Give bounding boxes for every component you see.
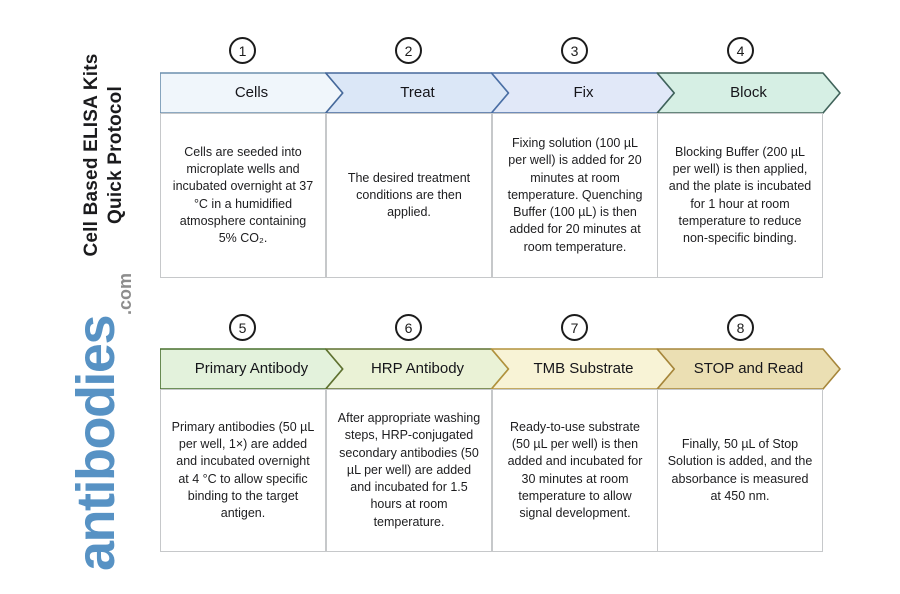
- logo-domain-suffix: .com: [115, 272, 135, 315]
- step-number: 5: [238, 319, 247, 336]
- step-description-box: Ready-to-use substrate (50 µL per well) …: [492, 389, 658, 552]
- step-description: Primary antibodies (50 µL per well, 1×) …: [171, 419, 315, 520]
- page-title-line1: Cell Based ELISA Kits: [81, 53, 102, 257]
- step-label: Treat: [326, 72, 509, 112]
- step-description: Fixing solution (100 µL per well) is add…: [507, 136, 643, 254]
- step-label-text: Primary Antibody: [194, 359, 309, 377]
- step-description: Ready-to-use substrate (50 µL per well) …: [507, 419, 643, 520]
- step-number: 6: [404, 319, 413, 336]
- step-number: 2: [404, 42, 413, 59]
- step-description: The desired treatment conditions are the…: [347, 170, 471, 220]
- step-arrow-band: [160, 348, 841, 390]
- step-number-badge: 7: [561, 314, 588, 341]
- step-description: After appropriate washing steps, HRP-con…: [337, 411, 481, 529]
- page-title: Cell Based ELISA Kits Quick Protocol: [80, 25, 128, 285]
- step-label: Block: [657, 72, 840, 112]
- step-number-badge: 3: [561, 37, 588, 64]
- step-label: TMB Substrate: [492, 348, 675, 388]
- step-chevron-arrow: [656, 348, 841, 390]
- step-description-box: Finally, 50 µL of Stop Solution is added…: [657, 389, 823, 552]
- step-label: Fix: [492, 72, 675, 112]
- step-label-text: Block: [730, 83, 767, 101]
- step-label-text: STOP and Read: [693, 359, 804, 377]
- step-label-text: HRP Antibody: [370, 359, 465, 377]
- step-description: Finally, 50 µL of Stop Solution is added…: [667, 437, 813, 503]
- step-arrow-band: [160, 72, 841, 114]
- step-number-badge: 4: [727, 37, 754, 64]
- step-description-box: Primary antibodies (50 µL per well, 1×) …: [160, 389, 326, 552]
- page-title-line2: Quick Protocol: [104, 86, 126, 224]
- step-label: Primary Antibody: [160, 348, 343, 388]
- step-label-text: TMB Substrate: [533, 359, 634, 377]
- step-number: 7: [570, 319, 579, 336]
- step-label: STOP and Read: [657, 348, 840, 388]
- step-description: Cells are seeded into microplate wells a…: [172, 144, 314, 245]
- step-number-badge: 5: [229, 314, 256, 341]
- step-chevron-arrow: [656, 72, 841, 114]
- step-number-badge: 1: [229, 37, 256, 64]
- step-description-box: Blocking Buffer (200 µL per well) is the…: [657, 113, 823, 278]
- step-number-badge: 2: [395, 37, 422, 64]
- antibodies-logo: antibodies .com: [53, 262, 135, 582]
- step-description-box: Cells are seeded into microplate wells a…: [160, 113, 326, 278]
- step-description-box: The desired treatment conditions are the…: [326, 113, 492, 278]
- step-description-box: After appropriate washing steps, HRP-con…: [326, 389, 492, 552]
- step-number-badge: 8: [727, 314, 754, 341]
- step-number-badge: 6: [395, 314, 422, 341]
- step-number: 4: [736, 42, 745, 59]
- step-description-box: Fixing solution (100 µL per well) is add…: [492, 113, 658, 278]
- step-description: Blocking Buffer (200 µL per well) is the…: [668, 144, 812, 245]
- step-number: 1: [238, 42, 247, 59]
- step-label: HRP Antibody: [326, 348, 509, 388]
- step-label-text: Cells: [234, 83, 269, 101]
- step-number: 8: [736, 319, 745, 336]
- step-label-text: Fix: [573, 83, 594, 101]
- step-label-text: Treat: [400, 83, 435, 101]
- step-number: 3: [570, 42, 579, 59]
- logo-wordmark: antibodies: [66, 316, 126, 572]
- step-label: Cells: [160, 72, 343, 112]
